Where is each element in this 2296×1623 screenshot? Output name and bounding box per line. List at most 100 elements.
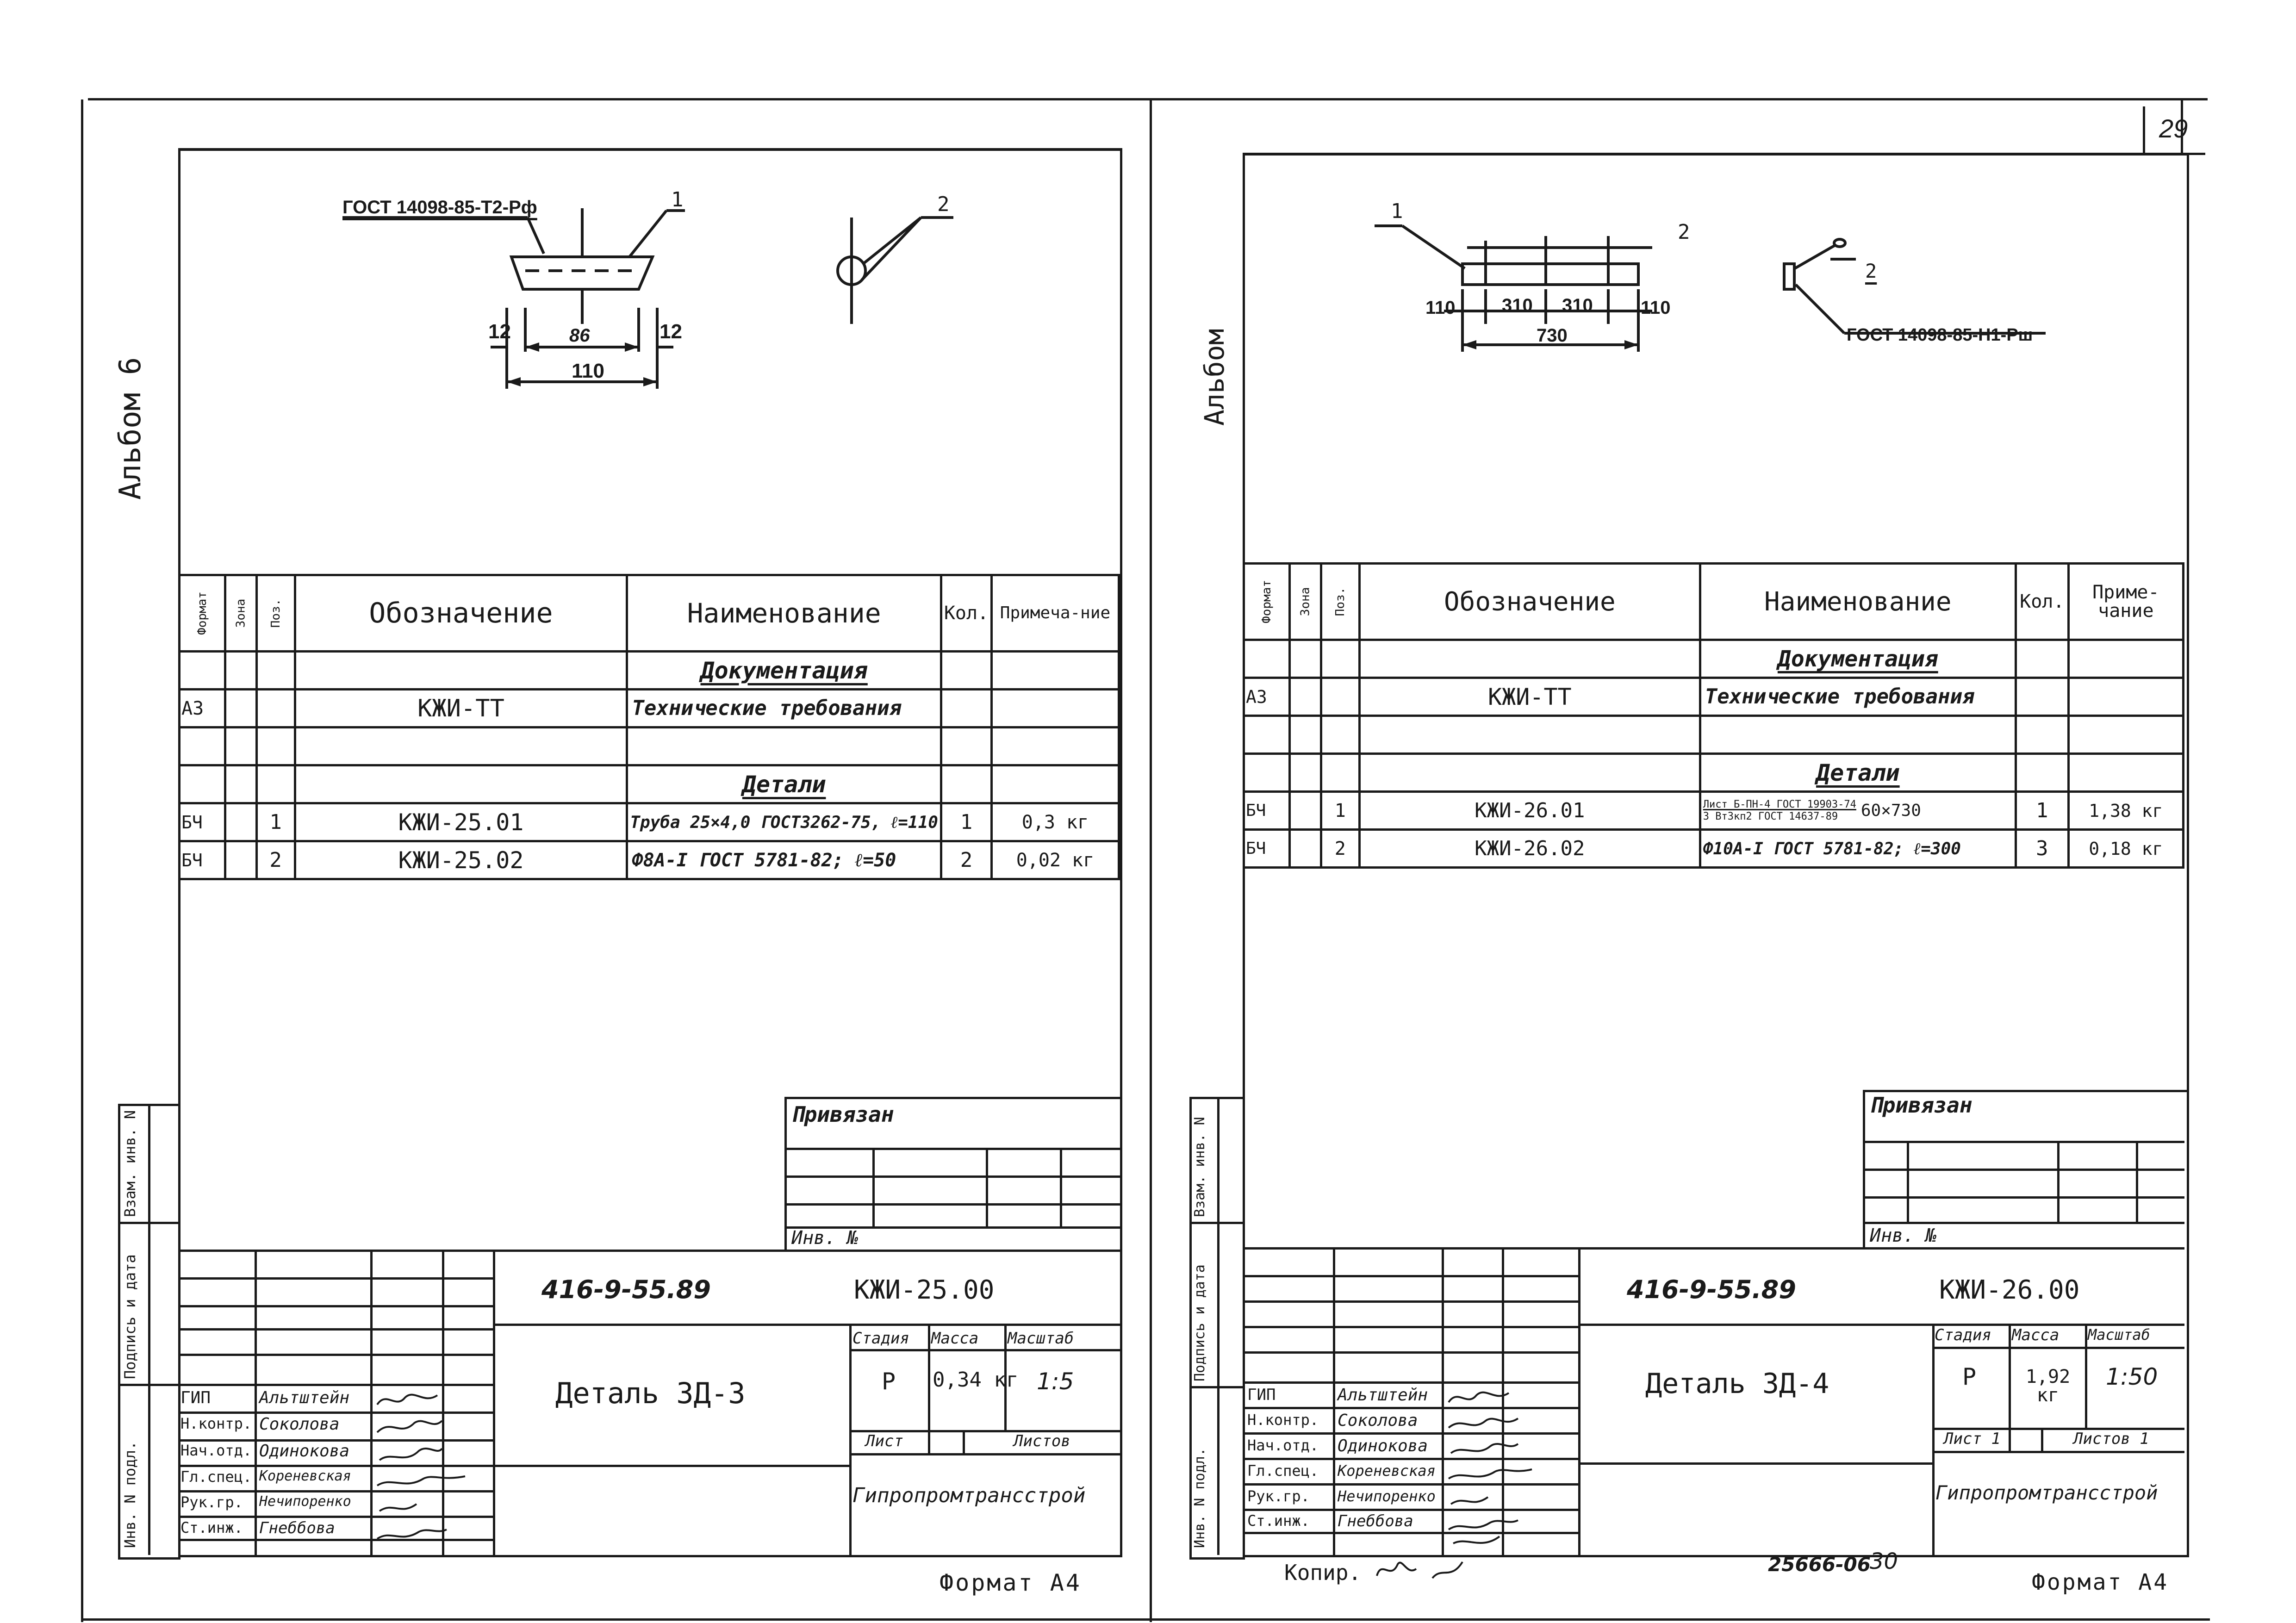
left-sheet: Альбом 6 bbox=[113, 148, 1122, 1596]
order-sheet: 30 bbox=[1870, 1548, 1898, 1574]
side-stamp-inv-podl: Инв. N подл. bbox=[1192, 1448, 1208, 1548]
dim-12-right: 12 bbox=[660, 320, 682, 343]
leader-label-2: 2 bbox=[1678, 220, 1690, 244]
format-label: Формат А4 bbox=[940, 1569, 1082, 1596]
col-designation: Обозначение bbox=[1358, 562, 1701, 641]
name-nach-otd: Одинокова bbox=[259, 1442, 350, 1461]
title-block bbox=[178, 1250, 1120, 1557]
section-details: Детали bbox=[1699, 752, 2017, 793]
name-tail: 60×730 bbox=[1860, 801, 1921, 820]
privyazan-block bbox=[784, 1097, 1122, 1252]
specification-table: Формат Зона Поз. Обозначение Наименовани… bbox=[1243, 562, 2185, 869]
dim-12-left: 12 bbox=[488, 320, 511, 343]
table-row: БЧ 2 КЖИ-26.02 Ф10А-I ГОСТ 5781-82; ℓ=30… bbox=[1243, 828, 2185, 869]
title-block bbox=[1243, 1247, 2184, 1557]
sheet-title: Деталь ЗД-3 bbox=[555, 1376, 746, 1410]
name-ruk-gr: Нечипоренко bbox=[259, 1493, 351, 1510]
leader-label-1: 1 bbox=[671, 188, 684, 211]
col-name: Наименование bbox=[1699, 562, 2017, 641]
sheet-label: Лист 1 bbox=[1944, 1430, 2001, 1448]
detail-drawing-zd3 bbox=[342, 208, 953, 389]
mass-value: 1,92 кг bbox=[2025, 1366, 2071, 1406]
col-zone: Зона bbox=[1298, 587, 1313, 616]
scale-label: Масштаб bbox=[1008, 1329, 1074, 1348]
role-n-kontr: Н.контр. bbox=[180, 1415, 252, 1432]
project-code: 416-9-55.89 bbox=[541, 1275, 711, 1304]
name-gip: Альтштейн bbox=[1338, 1386, 1428, 1405]
top-frame-line bbox=[88, 98, 2208, 100]
table-row: Документация bbox=[178, 650, 1120, 690]
name-line1: Лист Б-ПН-4 ГОСТ 19903-74 bbox=[1703, 799, 1856, 811]
scale-value: 1:5 bbox=[1037, 1368, 1074, 1395]
col-qty: Кол. bbox=[940, 574, 993, 653]
project-code: 416-9-55.89 bbox=[1627, 1275, 1796, 1304]
inner-frame-top bbox=[178, 148, 1120, 151]
leader-label-2b: 2 bbox=[1865, 260, 1877, 282]
leader-label-2: 2 bbox=[937, 193, 950, 216]
col-qty: Кол. bbox=[2014, 562, 2070, 641]
table-row: БЧ 2 КЖИ-25.02 Ф8А-I ГОСТ 5781-82; ℓ=50 … bbox=[178, 840, 1120, 880]
role-nach-otd: Нач.отд. bbox=[180, 1442, 252, 1459]
copied-label: Копир. bbox=[1284, 1560, 1362, 1585]
role-st-inzh: Ст.инж. bbox=[180, 1519, 243, 1536]
side-stamp-signature-date: Подпись и дата bbox=[1192, 1264, 1208, 1381]
sheet-title: Деталь ЗД-4 bbox=[1645, 1368, 1829, 1400]
table-row: БЧ 1 КЖИ-25.01 Труба 25×4,0 ГОСТ3262-75,… bbox=[178, 802, 1120, 842]
mass-value: 0,34 кг bbox=[933, 1368, 1019, 1392]
signatures bbox=[1448, 1391, 1532, 1544]
name-ruk-gr: Нечипоренко bbox=[1338, 1487, 1436, 1505]
side-stamp-vzam-inv: Взам. инв. N bbox=[1192, 1117, 1208, 1217]
role-gip: ГИП bbox=[180, 1388, 211, 1407]
role-nach-otd: Нач.отд. bbox=[1247, 1436, 1319, 1454]
dim-110: 110 bbox=[572, 360, 604, 382]
table-row bbox=[178, 726, 1120, 766]
dim-110-right: 110 bbox=[1641, 298, 1671, 318]
name-gl-spec: Кореневская bbox=[259, 1468, 351, 1484]
name-n-kontr: Соколова bbox=[259, 1415, 340, 1434]
name-st-inzh: Гнеббова bbox=[1338, 1512, 1413, 1530]
bottom-frame-line bbox=[81, 1618, 2210, 1621]
role-ruk-gr: Рук.гр. bbox=[180, 1493, 243, 1511]
name-line2: 3 Вт3кп2 ГОСТ 14637-89 bbox=[1703, 810, 1838, 822]
dim-310-b: 310 bbox=[1562, 295, 1593, 316]
privyazan-label: Привязан bbox=[791, 1102, 894, 1127]
specification-table: Формат Зона Поз. Обозначение Наименовани… bbox=[178, 574, 1120, 880]
scale-label: Масштаб bbox=[2088, 1326, 2150, 1343]
stage-value: Р bbox=[1962, 1363, 1977, 1390]
spec-header-row: Формат Зона Поз. Обозначение Наименовани… bbox=[1243, 562, 2185, 641]
dim-310-a: 310 bbox=[1502, 295, 1533, 316]
role-gl-spec: Гл.спец. bbox=[1247, 1462, 1319, 1480]
stage-label: Стадия bbox=[1935, 1326, 1991, 1344]
stage-label: Стадия bbox=[852, 1329, 909, 1348]
table-row: БЧ 1 КЖИ-26.01 Лист Б-ПН-4 ГОСТ 19903-74… bbox=[1243, 790, 2185, 831]
detail-drawing-zd4 bbox=[1375, 224, 2046, 352]
table-row: А3 КЖИ-ТТ Технические требования bbox=[178, 688, 1120, 728]
name-gl-spec: Кореневская bbox=[1338, 1462, 1436, 1480]
col-format: Формат bbox=[1259, 580, 1274, 623]
section-details: Детали bbox=[626, 764, 942, 804]
section-documentation: Документация bbox=[1699, 639, 2017, 679]
sheets-label: Листов bbox=[1014, 1432, 1070, 1450]
doc-code: КЖИ-25.00 bbox=[854, 1275, 995, 1305]
table-row: Детали bbox=[1243, 752, 2185, 793]
mass-label: Масса bbox=[931, 1329, 979, 1348]
table-row: Документация bbox=[1243, 639, 2185, 679]
sheets-label: Листов 1 bbox=[2073, 1430, 2149, 1448]
role-ruk-gr: Рук.гр. bbox=[1247, 1487, 1310, 1505]
section-documentation: Документация bbox=[626, 650, 942, 690]
col-note: Примеча-ние bbox=[990, 574, 1120, 653]
spec-header-row: Формат Зона Поз. Обозначение Наименовани… bbox=[178, 574, 1120, 653]
name-n-kontr: Соколова bbox=[1338, 1411, 1418, 1430]
role-st-inzh: Ст.инж. bbox=[1247, 1512, 1310, 1530]
leader-label-1: 1 bbox=[1391, 199, 1403, 223]
col-note: Приме-чание bbox=[2067, 562, 2185, 641]
organization: Гипропромтрансстрой bbox=[852, 1484, 1086, 1507]
center-divider-line bbox=[1150, 99, 1152, 1622]
col-designation: Обозначение bbox=[293, 574, 628, 653]
signatures bbox=[376, 1393, 466, 1540]
dim-110-left: 110 bbox=[1425, 298, 1456, 318]
col-name: Наименование bbox=[626, 574, 942, 653]
table-row bbox=[1243, 715, 2185, 755]
table-row: Детали bbox=[178, 764, 1120, 804]
